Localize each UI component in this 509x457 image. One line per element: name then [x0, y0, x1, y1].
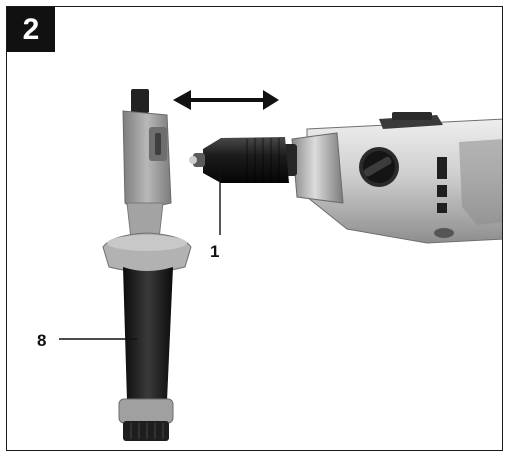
figure-frame: 2 1 8 — [6, 6, 503, 451]
mode-selector-knob-icon — [359, 147, 399, 187]
drill-chuck — [189, 137, 297, 183]
callout-label-1: 1 — [210, 242, 220, 261]
double-arrow-icon — [173, 90, 279, 110]
auxiliary-handle — [102, 89, 192, 441]
callout-label-8: 8 — [37, 331, 47, 350]
drill-body — [291, 112, 502, 244]
figure-number-badge: 2 — [7, 7, 55, 52]
product-photo — [59, 89, 502, 441]
